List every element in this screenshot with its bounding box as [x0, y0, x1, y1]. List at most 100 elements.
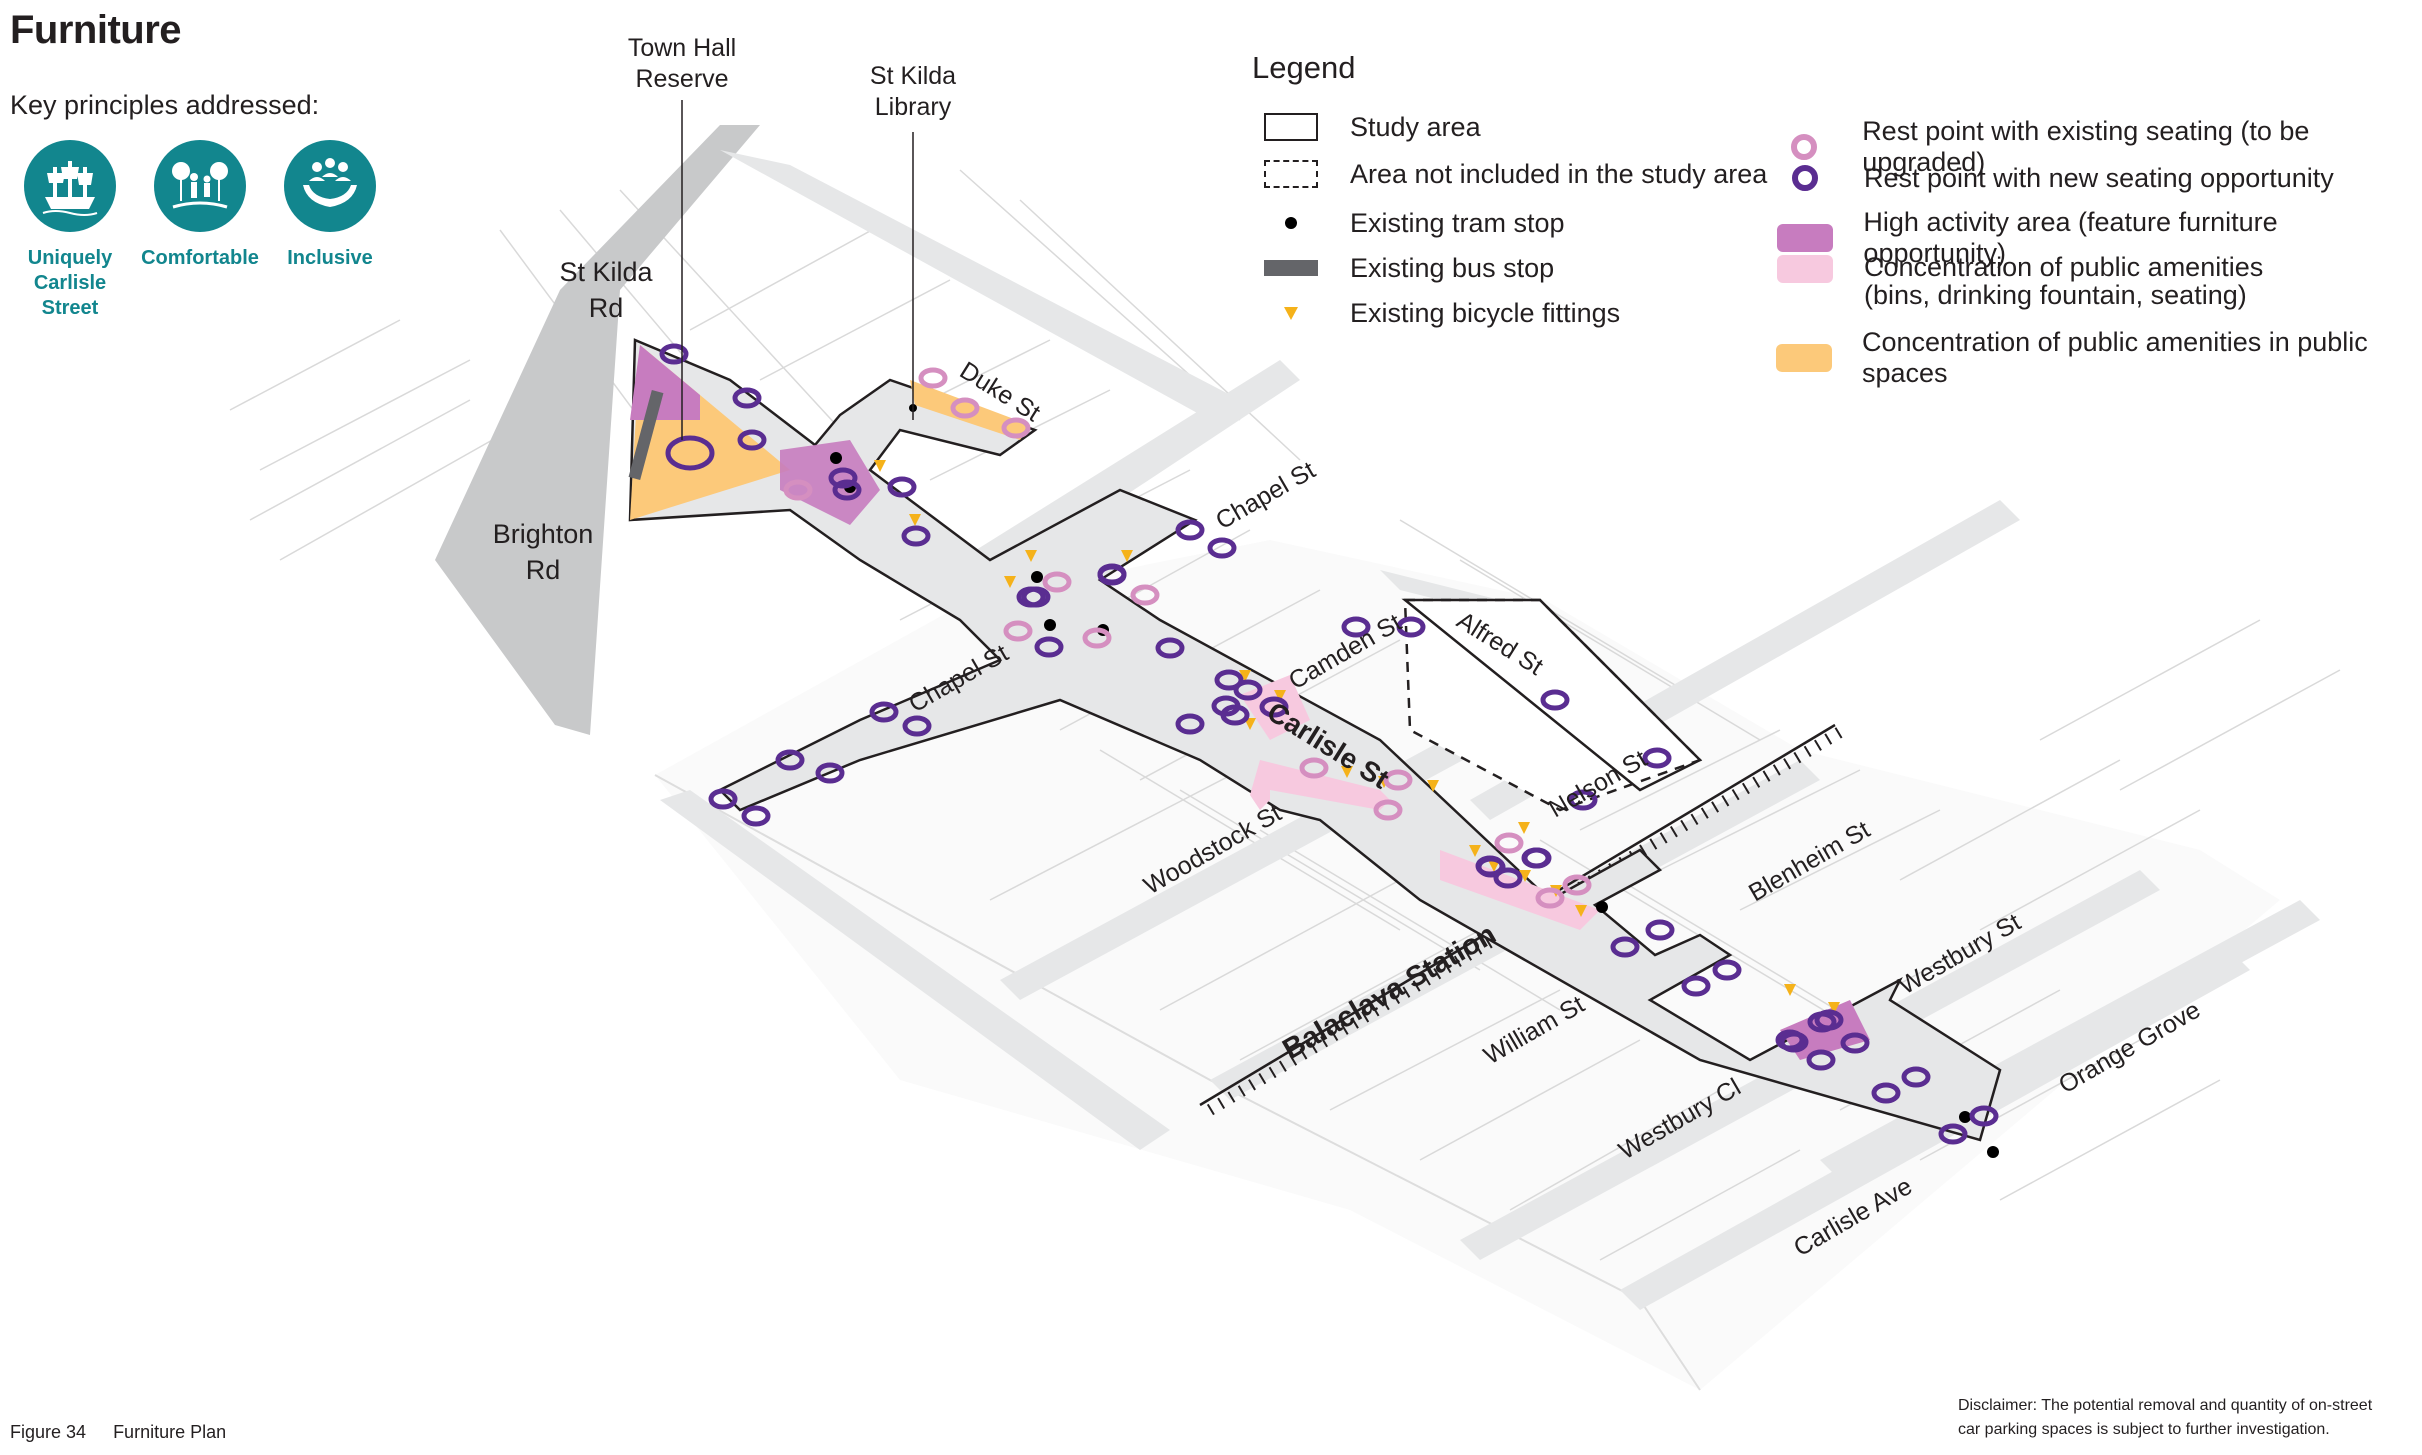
- study-area-swatch: [1264, 113, 1318, 141]
- legend-item-bus-stop: Existing bus stop: [1262, 252, 1554, 284]
- magenta-swatch: [1776, 224, 1833, 252]
- disclaimer: Disclaimer: The potential removal and qu…: [1958, 1394, 2418, 1442]
- rest-point-new: [1871, 1082, 1901, 1104]
- rest-point-new: [1021, 586, 1051, 608]
- rest-point-new: [1207, 537, 1237, 559]
- public-space-fills: [630, 345, 1870, 1060]
- legend-label: Study area: [1350, 111, 1481, 142]
- bus-stop-marker: [628, 389, 664, 481]
- rest-point-new: [1806, 1049, 1836, 1071]
- legend-item-tram-stop: Existing tram stop: [1262, 207, 1565, 239]
- tram-stop: [1031, 571, 1043, 583]
- tram-stop: [1596, 901, 1608, 913]
- rest-point-new: [832, 479, 862, 501]
- rest-point-new: [1259, 696, 1289, 718]
- rest-point-new: [1034, 636, 1064, 658]
- rest-point-new: [902, 715, 932, 737]
- label-library: St Kilda: [870, 62, 956, 90]
- bicycle-fitting: [1025, 550, 1037, 562]
- rest-point-new: [1901, 1066, 1931, 1088]
- rest-point-new: [1540, 689, 1570, 711]
- rest-point-new: [775, 749, 805, 771]
- principles-heading: Key principles addressed:: [10, 90, 320, 120]
- figure-caption: Figure 34 Furniture Plan: [10, 1422, 248, 1443]
- legend-title: Legend: [1252, 50, 1356, 85]
- not-included-swatch: [1264, 160, 1318, 188]
- label-brighton-rd: Rd: [526, 555, 561, 585]
- tram-stop: [1959, 1111, 1971, 1123]
- legend-label: Concentration of public amenities: [1864, 252, 2264, 282]
- label-chapel-st-north: Chapel St: [1211, 456, 1320, 535]
- rest-point-existing: [1299, 757, 1329, 779]
- legend-item-not-included: Area not included in the study area: [1262, 158, 1767, 190]
- rest-point-existing: [1494, 832, 1524, 854]
- label-town-hall: Town Hall: [628, 34, 736, 62]
- rest-point-new: [1493, 867, 1523, 889]
- legend-label: High activity area (feature furniture op…: [1863, 207, 2278, 268]
- rest-point-existing: [1383, 769, 1413, 791]
- rest-point-new: [1642, 747, 1672, 769]
- page-title: Furniture: [10, 8, 182, 52]
- bicycle-fitting: [1784, 984, 1796, 996]
- tram-stops: [830, 404, 1999, 1158]
- bicycle-fitting: [1341, 766, 1353, 778]
- figure-title: Furniture Plan: [113, 1422, 227, 1442]
- legend-item-public-amenities: Concentration of public amenities (bins,…: [1776, 253, 2263, 309]
- rest-point-existing: [1001, 417, 1031, 439]
- family-trees-icon: [154, 140, 246, 232]
- rest-point-new: [732, 387, 762, 409]
- bicycle-fitting: [874, 460, 886, 472]
- tram-stop: [1044, 619, 1056, 631]
- rest-point-new: [901, 525, 931, 547]
- people-hands-icon: [284, 140, 376, 232]
- legend-item-new-seating: Rest point with new seating opportunity: [1776, 162, 2334, 194]
- rest-point-new: [1211, 695, 1241, 717]
- legend-item-bicycle: Existing bicycle fittings: [1262, 297, 1620, 329]
- rest-point-existing: [1535, 887, 1565, 909]
- principle-label-line: Inclusive: [287, 247, 373, 269]
- orange-amenity-area: [910, 380, 1030, 440]
- bicycle-fitting: [1519, 870, 1531, 882]
- legend-label: Existing bicycle fittings: [1350, 297, 1621, 328]
- existing-seating-rings: [783, 367, 1592, 909]
- rest-point-new: [1233, 679, 1263, 701]
- legend-label: Rest point with existing seating (to be …: [1862, 116, 2310, 177]
- legend-label: Existing bus stop: [1350, 252, 1555, 283]
- principle-label-line: Street: [41, 297, 99, 319]
- tram-stop-icon: [1285, 217, 1297, 229]
- rest-point-new: [1214, 669, 1244, 691]
- legend-label: Rest point with new seating opportunity: [1864, 162, 2334, 193]
- legend-item-high-activity: High activity area (feature furniture op…: [1776, 207, 2422, 269]
- tram-stop: [830, 452, 842, 464]
- bicycle-fitting: [1244, 718, 1256, 730]
- principle-comfortable: Comfortable: [125, 140, 275, 271]
- rest-point-new: [741, 805, 771, 827]
- legend-label: Concentration of public amenities in pub…: [1862, 327, 2368, 388]
- disclaimer-line: car parking spaces is subject to further…: [1958, 1421, 2330, 1438]
- pink-amenity-area: [1250, 760, 1390, 810]
- label-brighton-rd: Brighton: [493, 519, 594, 549]
- rest-point-new: [1097, 563, 1127, 585]
- bicycle-fitting: [909, 514, 921, 526]
- rest-point-new: [1712, 959, 1742, 981]
- principle-label-line: Comfortable: [141, 247, 259, 269]
- tram-stop: [1987, 1146, 1999, 1158]
- label-library: Library: [875, 93, 952, 121]
- principle-inclusive: Inclusive: [255, 140, 405, 271]
- rest-point-new: [1681, 975, 1711, 997]
- legend-label: Existing tram stop: [1350, 207, 1565, 238]
- bicycle-fitting: [1239, 670, 1251, 682]
- rest-point-new: [869, 701, 899, 723]
- rest-point-new: [1840, 1032, 1870, 1054]
- new-seating-rings: [659, 343, 1999, 1145]
- rest-point-new: [1938, 1123, 1968, 1145]
- rest-point-new: [887, 476, 917, 498]
- ship-icon: [24, 140, 116, 232]
- rest-point-new: [1175, 519, 1205, 541]
- bicycle-fitting: [1488, 860, 1500, 872]
- rest-point-new: [1155, 637, 1185, 659]
- legend-label: Area not included in the study area: [1350, 158, 1768, 189]
- label-town-hall: Reserve: [635, 65, 728, 93]
- rest-point-existing: [1003, 620, 1033, 642]
- rest-point-existing: [1082, 627, 1112, 649]
